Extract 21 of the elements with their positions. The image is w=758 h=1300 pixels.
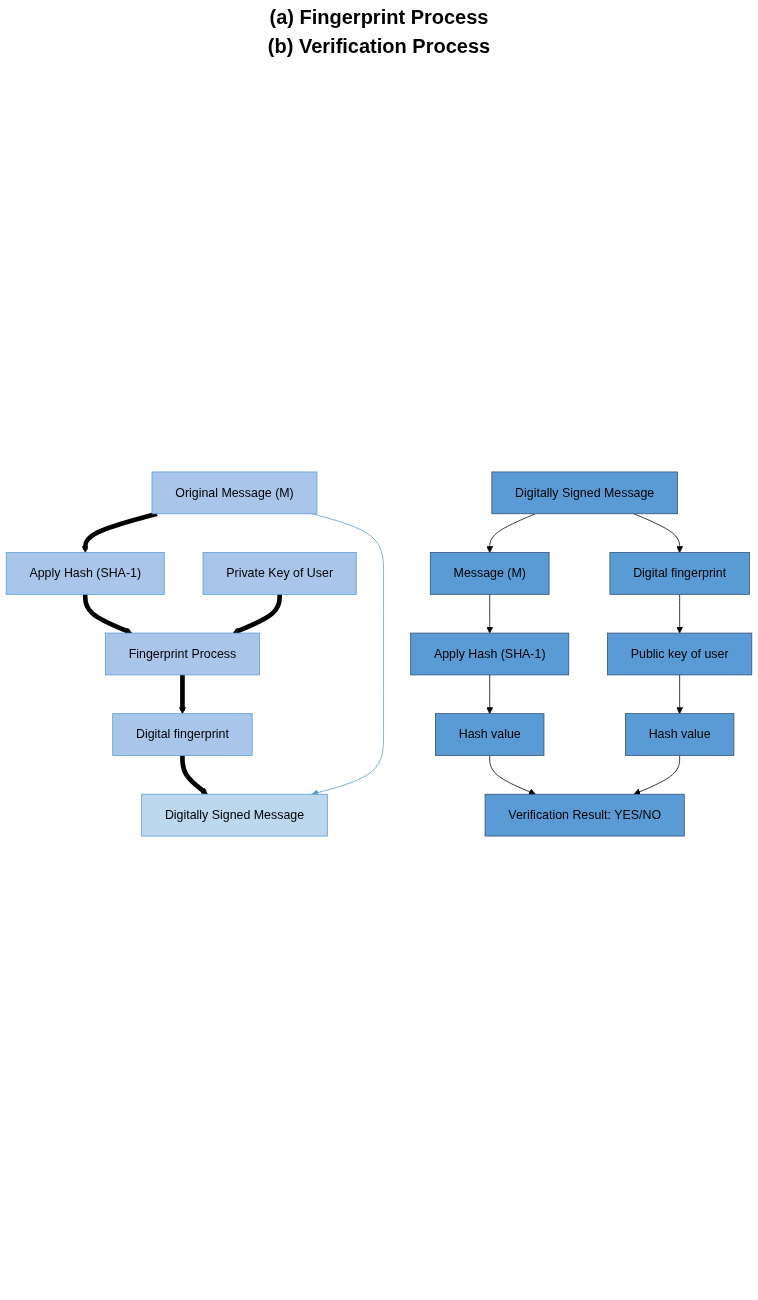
- node-box: Digitally Signed Message: [491, 471, 678, 515]
- node-box: Original Message (M): [151, 471, 318, 515]
- arrow: [82, 594, 133, 635]
- node-box: Apply Hash (SHA-1): [410, 632, 570, 676]
- node-box: Fingerprint Process: [105, 632, 260, 676]
- node-box: Digitally Signed Message: [141, 793, 328, 837]
- arrow: [232, 594, 282, 635]
- node-box: Verification Result: YES/NO: [484, 793, 685, 837]
- arrow: [81, 511, 158, 553]
- node-box: Digital fingerprint: [112, 713, 253, 756]
- node-box: Private Key of User: [202, 552, 357, 595]
- section-heading: (a) Fingerprint Process: [268, 6, 490, 29]
- node-box: Hash value: [435, 713, 545, 756]
- arrow: [180, 755, 208, 795]
- node-box: Public key of user: [607, 632, 753, 676]
- node-box: Message (M): [429, 552, 550, 595]
- arrow: [179, 674, 186, 714]
- node-box: Hash value: [625, 713, 735, 756]
- section-heading: (b) Verification Process: [266, 35, 492, 58]
- node-box: Apply Hash (SHA-1): [5, 552, 165, 595]
- node-box: Digital fingerprint: [609, 552, 750, 595]
